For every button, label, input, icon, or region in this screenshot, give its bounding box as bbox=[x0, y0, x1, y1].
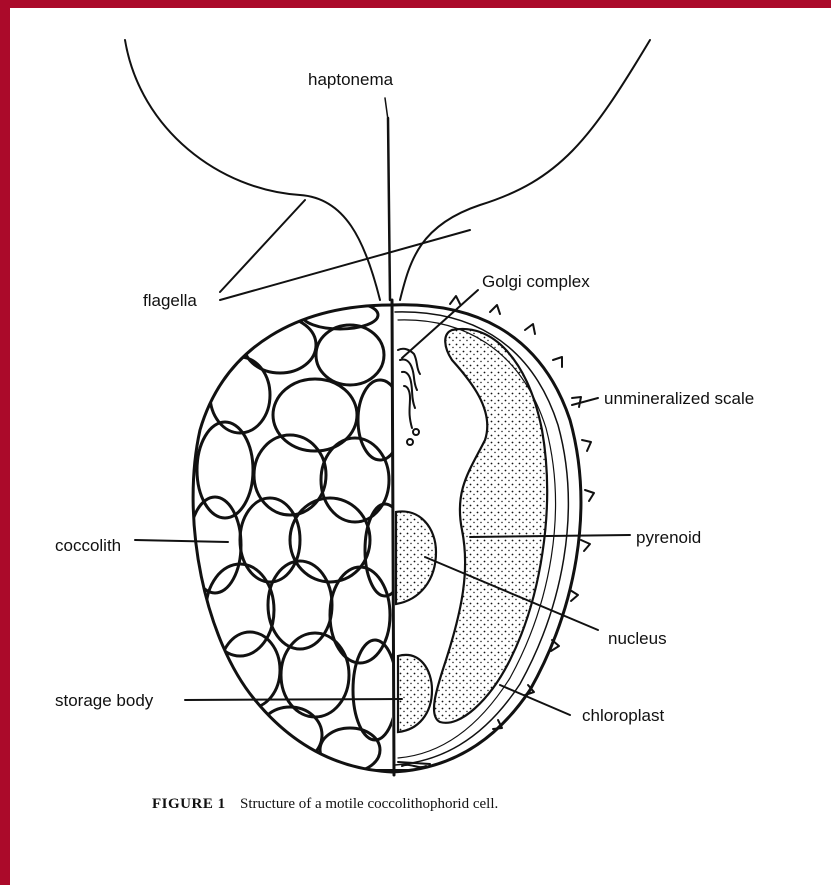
label-golgi-complex: Golgi complex bbox=[482, 272, 590, 291]
flagellum-right bbox=[400, 40, 650, 300]
label-chloroplast: chloroplast bbox=[582, 706, 664, 725]
label-coccolith: coccolith bbox=[55, 536, 121, 555]
label-flagella: flagella bbox=[143, 291, 197, 310]
golgi-complex bbox=[398, 349, 420, 445]
label-storage-body: storage body bbox=[55, 691, 154, 710]
label-unmineralized-scale: unmineralized scale bbox=[604, 389, 754, 408]
chloroplast-leader bbox=[500, 685, 570, 715]
flagella-leader-1 bbox=[220, 200, 305, 292]
nucleus bbox=[396, 511, 436, 604]
label-pyrenoid: pyrenoid bbox=[636, 528, 701, 547]
flagella-leader-2 bbox=[220, 230, 470, 300]
haptonema-leader bbox=[385, 98, 388, 120]
cell-outline bbox=[193, 305, 392, 772]
haptonema bbox=[388, 118, 390, 300]
storage-body bbox=[398, 655, 432, 732]
scale-leader bbox=[572, 398, 598, 405]
caption-text: Structure of a motile coccolithophorid c… bbox=[240, 796, 498, 812]
label-nucleus: nucleus bbox=[608, 629, 667, 648]
coccoliths bbox=[189, 301, 405, 772]
label-haptonema: haptonema bbox=[308, 70, 394, 89]
storage-leader bbox=[185, 699, 402, 700]
section-divider bbox=[392, 300, 394, 775]
figure-frame: haptonema flagella Golgi complex unminer… bbox=[10, 8, 831, 885]
cell-diagram: haptonema flagella Golgi complex unminer… bbox=[10, 8, 831, 885]
caption-number: FIGURE 1 bbox=[152, 796, 226, 812]
coccolith-leader bbox=[135, 540, 228, 542]
